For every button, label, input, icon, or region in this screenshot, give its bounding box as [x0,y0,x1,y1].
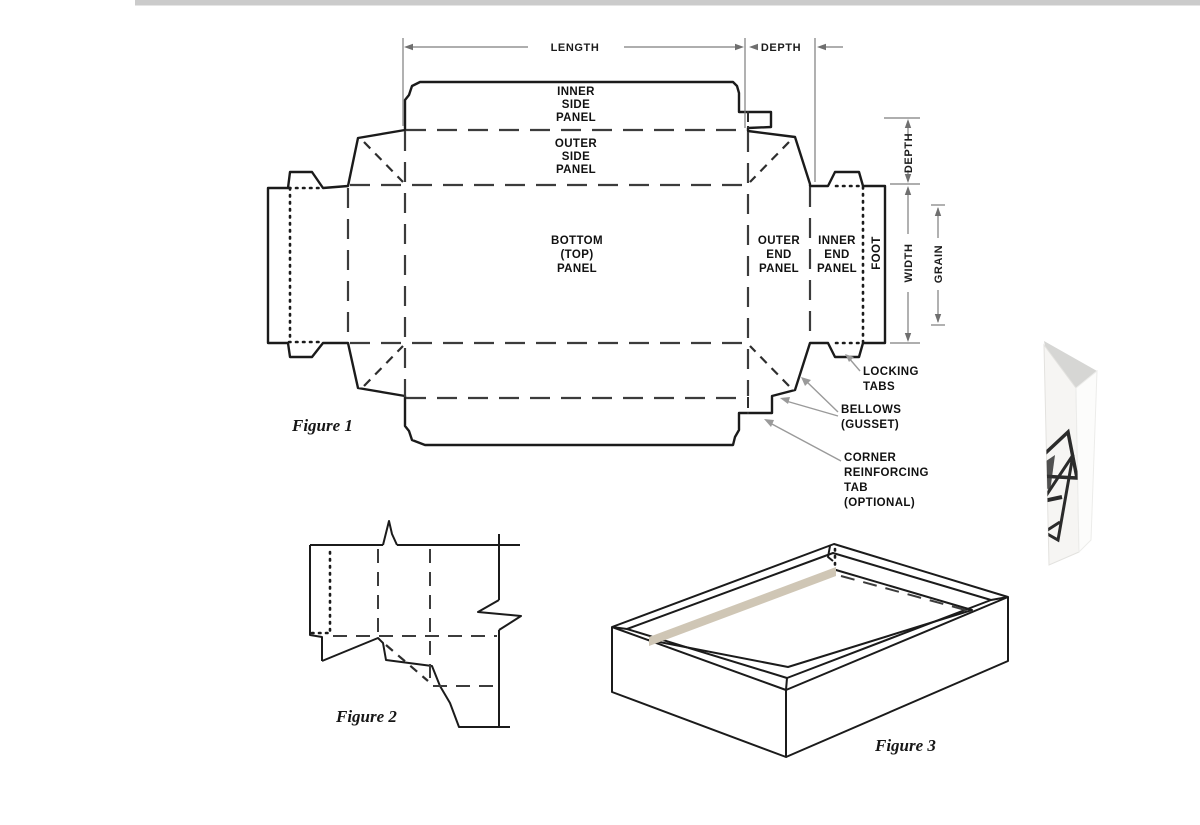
figure1-dimensions: LENGTH DEPTH DEPTH WIDTH GRAIN [402,38,945,344]
svg-text:END: END [766,249,791,261]
arrow-length-right [735,43,744,51]
svg-text:(OPTIONAL): (OPTIONAL) [844,497,915,509]
svg-text:(GUSSET): (GUSSET) [841,419,899,431]
figure1-panel-labels: INNER SIDE PANEL OUTER SIDE PANEL BOTTOM… [551,86,883,275]
dimension-depth-side-label: DEPTH [903,133,915,173]
svg-text:BELLOWS: BELLOWS [841,404,901,416]
gusset-bottom-left [363,345,404,387]
arrow-grain-up [934,207,942,216]
svg-text:TAB: TAB [844,482,868,494]
svg-text:LOCKING: LOCKING [863,366,919,378]
dimension-depth-top-label: DEPTH [761,42,801,54]
svg-text:OUTER: OUTER [555,138,598,150]
label-bellows-gusset: BELLOWS (GUSSET) [841,404,901,431]
dimension-width-label: WIDTH [903,243,915,282]
svg-text:PANEL: PANEL [759,263,799,275]
svg-text:INNER: INNER [818,235,856,247]
svg-text:REINFORCING: REINFORCING [844,467,929,479]
figure2-caption: Figure 2 [335,707,397,726]
svg-text:OUTER: OUTER [758,235,801,247]
photo-top-face [1044,341,1097,388]
label-inner-side-panel: INNER SIDE PANEL [556,86,596,124]
photo-right-face [1075,369,1098,554]
svg-text:(TOP): (TOP) [560,249,593,261]
svg-text:INNER: INNER [557,86,595,98]
blank-cut-outline [266,80,887,447]
svg-text:CORNER: CORNER [844,452,897,464]
svg-text:SIDE: SIDE [562,151,590,163]
svg-text:END: END [824,249,849,261]
gusset-top-right [749,141,790,183]
box-corner-photo [1043,341,1098,566]
svg-text:PANEL: PANEL [556,164,596,176]
svg-text:TABS: TABS [863,381,895,393]
label-foot: FOOT [871,236,883,270]
figure1-callouts: LOCKING TABS BELLOWS (GUSSET) CORNER REI… [764,354,929,509]
figure2-detail [309,520,522,728]
leader-arrow-corner-tab [764,419,774,427]
leader-arrow-bellows-1 [801,377,811,386]
arrow-depth-outer [817,43,826,51]
dimension-grain-label: GRAIN [933,245,945,283]
arrow-grain-down [934,314,942,323]
figure1-caption: Figure 1 [291,416,353,435]
figure3-caption: Figure 3 [874,736,936,755]
figure3-tray [611,543,1009,758]
board-edge-strip [649,567,836,646]
svg-text:BOTTOM: BOTTOM [551,235,603,247]
label-inner-end-panel: INNER END PANEL [817,235,857,275]
arrow-width-top [904,186,912,195]
leader-arrow-bellows-2 [780,397,790,404]
leader-arrow-locking [845,354,854,362]
label-corner-reinforcing-tab: CORNER REINFORCING TAB (OPTIONAL) [844,452,929,509]
label-outer-end-panel: OUTER END PANEL [758,235,801,275]
svg-text:SIDE: SIDE [562,99,590,111]
gusset-bottom-right [749,345,790,387]
label-locking-tabs: LOCKING TABS [863,366,919,393]
figure1-dieline [266,80,887,447]
svg-text:PANEL: PANEL [557,263,597,275]
svg-text:PANEL: PANEL [556,112,596,124]
label-bottom-panel: BOTTOM (TOP) PANEL [551,235,603,275]
arrow-depth-side-top [904,119,912,128]
gusset-top-left [363,141,404,183]
arrow-width-bottom [904,333,912,342]
arrow-depth-side-bottom [904,174,912,183]
top-divider-bar [135,0,1200,6]
arrow-depth-inner [749,43,758,51]
dimension-length-label: LENGTH [551,42,600,54]
arrow-length-left [404,43,413,51]
tray-hidden-fold [840,575,970,612]
label-outer-side-panel: OUTER SIDE PANEL [555,138,598,176]
svg-text:PANEL: PANEL [817,263,857,275]
